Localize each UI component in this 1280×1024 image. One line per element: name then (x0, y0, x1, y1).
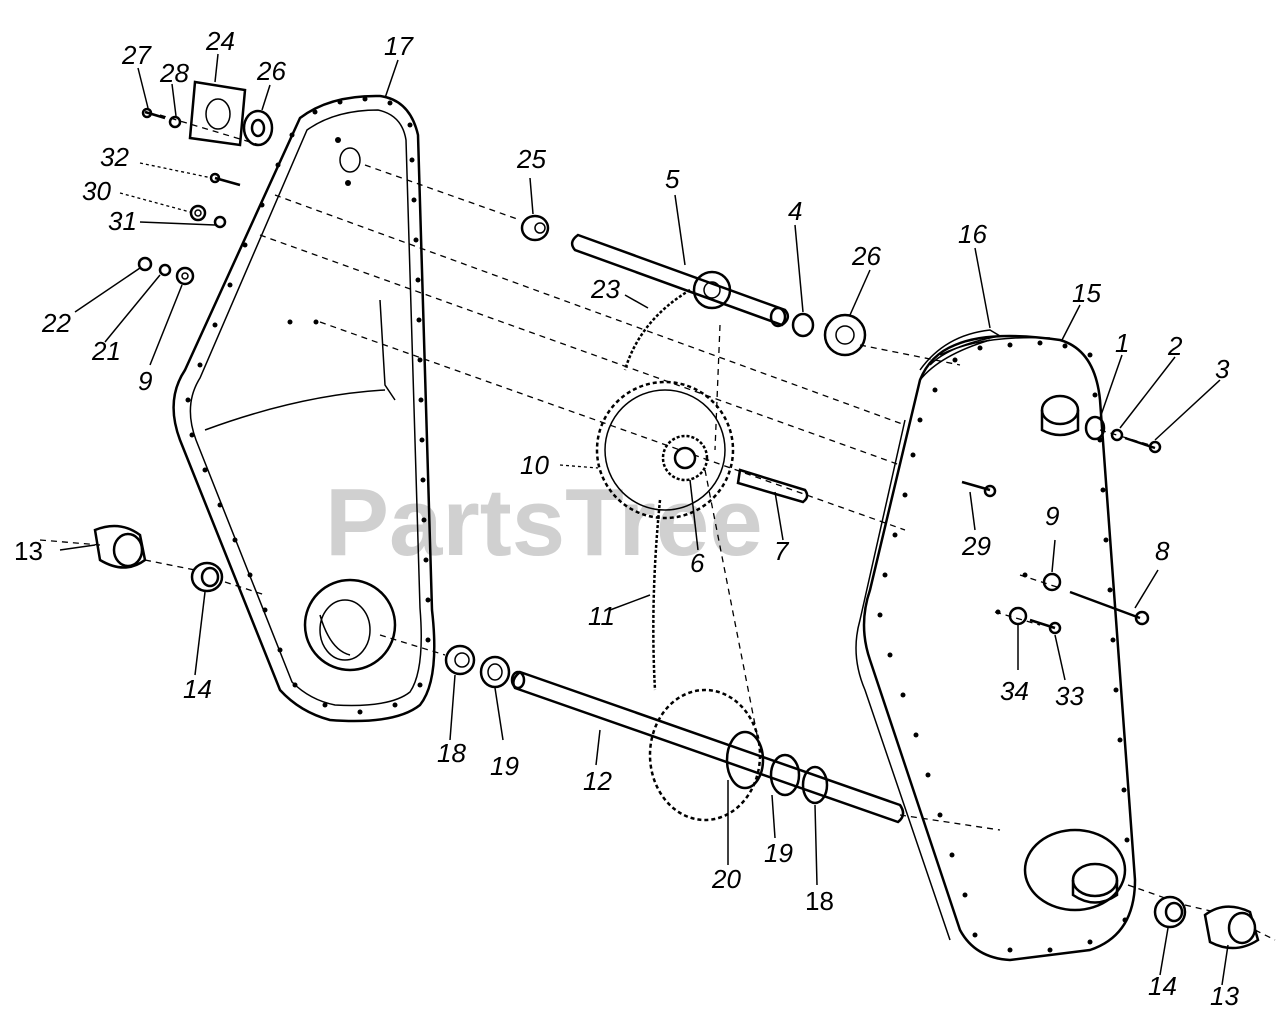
washer-19-left (479, 655, 511, 689)
callout-17: 17 (384, 31, 414, 61)
callout-27: 27 (121, 40, 152, 70)
callout-34: 34 (1000, 676, 1029, 706)
callout-29: 29 (961, 531, 991, 561)
washer-1 (1084, 415, 1106, 441)
hub-13-left (93, 524, 147, 569)
washer-9-left (175, 266, 195, 286)
upper-shaft-5 (570, 233, 790, 328)
callout-10: 10 (520, 450, 549, 480)
callout-4: 4 (788, 196, 802, 226)
nut-28 (168, 115, 182, 129)
chain-11 (652, 499, 662, 691)
bearing-14-left (190, 561, 224, 593)
bolt-8 (1069, 590, 1150, 626)
washer-34 (1008, 606, 1028, 626)
callout-18-right: 18 (805, 886, 834, 916)
callout-30: 30 (82, 176, 111, 206)
callout-21: 21 (91, 336, 121, 366)
callout-3: 3 (1215, 354, 1230, 384)
screw-32 (209, 172, 241, 187)
hub-13-right (1203, 905, 1260, 950)
callout-13-left: 13 (14, 536, 43, 566)
bolt-29 (961, 480, 997, 498)
callout-14-left: 14 (183, 674, 212, 704)
watermark: PartsTree (325, 469, 763, 576)
callout-12: 12 (583, 766, 612, 796)
leader-lines (59, 53, 1229, 986)
washer-9-right (1042, 572, 1062, 592)
right-chain-case (855, 329, 1137, 962)
callout-22: 22 (41, 308, 71, 338)
bushing-18-left (444, 644, 476, 676)
callout-1: 1 (1115, 328, 1129, 358)
callout-33: 33 (1055, 681, 1084, 711)
callout-9-right: 9 (1045, 501, 1059, 531)
callouts: 27 28 24 26 17 32 30 31 22 21 9 25 5 4 2… (14, 26, 1239, 1011)
lower-shaft-12 (510, 670, 905, 824)
bearing-26-left (242, 109, 274, 147)
chain-23 (623, 288, 691, 371)
nut-22 (137, 256, 153, 272)
large-sprocket-10 (595, 380, 735, 520)
callout-24: 24 (205, 26, 235, 56)
callout-6: 6 (690, 548, 705, 578)
washer-31 (213, 215, 227, 229)
callout-32: 32 (100, 142, 129, 172)
small-sprocket-6 (661, 434, 709, 482)
left-chain-case (172, 94, 436, 723)
callout-25: 25 (516, 144, 546, 174)
callout-16: 16 (958, 219, 987, 249)
lower-sprocket-20 (648, 688, 829, 822)
callout-18-left: 18 (437, 738, 466, 768)
washer-4 (791, 312, 815, 338)
callout-31: 31 (108, 206, 137, 236)
callout-5: 5 (665, 164, 680, 194)
callout-19-right: 19 (764, 838, 793, 868)
flange-24 (188, 80, 247, 147)
bearing-14-right (1153, 895, 1187, 929)
callout-2: 2 (1167, 331, 1183, 361)
callout-15: 15 (1072, 278, 1101, 308)
bearing-25 (520, 214, 550, 242)
callout-14-right: 14 (1148, 971, 1177, 1001)
screw-33 (1029, 618, 1062, 635)
washer-21 (158, 263, 172, 277)
callout-7: 7 (774, 536, 790, 566)
shaft-7 (736, 468, 809, 504)
washer-2 (1110, 428, 1124, 442)
small-sprocket-upper (692, 270, 732, 310)
nut-30 (189, 204, 207, 222)
screw-27 (141, 107, 166, 120)
callout-28: 28 (159, 58, 189, 88)
callout-26-top: 26 (256, 56, 286, 86)
callout-19-left: 19 (490, 751, 519, 781)
callout-26-right: 26 (851, 241, 881, 271)
callout-23: 23 (590, 274, 620, 304)
bearing-26-right (823, 313, 867, 357)
bolt-3 (1124, 436, 1162, 454)
callout-9-left: 9 (138, 366, 152, 396)
callout-20: 20 (711, 864, 741, 894)
callout-8: 8 (1155, 536, 1170, 566)
callout-11: 11 (588, 601, 615, 631)
callout-13-right: 13 (1210, 981, 1239, 1011)
